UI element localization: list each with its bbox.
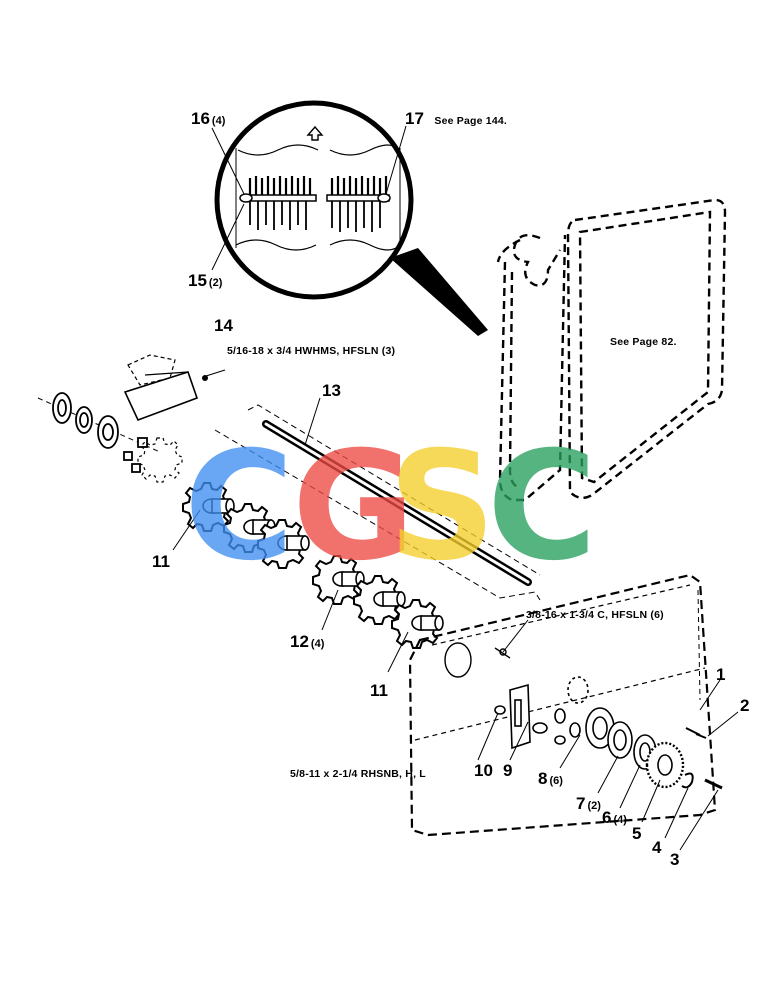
callout-11-upper: 11: [152, 552, 170, 571]
callout-8: 8(6): [538, 769, 563, 788]
watermark-letter-s-yellow: S: [388, 420, 497, 594]
callout-10: 10: [474, 761, 493, 780]
callout-7: 7(2): [576, 794, 601, 813]
drive-shaft: [214, 404, 541, 601]
watermark-letter-g-red: G: [292, 420, 416, 594]
belt-path-outline: [496, 198, 727, 502]
callout-4: 4: [652, 838, 662, 857]
callout-2: 2: [740, 696, 750, 715]
note-see-page-82: See Page 82.: [610, 336, 677, 348]
hardware-note-14: 5/16-18 x 3/4 HWHMS, HFSLN (3): [227, 345, 396, 357]
callout-15: 15(2): [188, 271, 223, 290]
callout-5: 5: [632, 824, 642, 843]
shield-plate: [123, 354, 208, 422]
direction-arrow-icon: [306, 125, 324, 141]
callout-3: 3: [670, 850, 680, 869]
left-bearing-assembly: [37, 392, 161, 473]
watermark-letter-c-green: C: [487, 420, 598, 594]
watermark-letter-c-blue: C: [184, 420, 295, 594]
hardware-note-rhs-bolt: 5/8-11 x 2-1/4 RHSNB, H, L: [290, 768, 426, 780]
leader-lines: [172, 369, 739, 851]
hardware-note-carriage-bolt: 3/8-16 x 1-3/4 C, HFSLN (6): [526, 609, 664, 621]
callout-17: 17 See Page 144.: [405, 109, 508, 128]
callout-12: 12(4): [290, 632, 325, 651]
right-hardware-stack: [494, 676, 723, 790]
sprocket-reference-outline: [137, 437, 183, 483]
callout-11-lower: 11: [370, 681, 388, 700]
side-panel: [408, 573, 717, 837]
callout-16: 16(4): [191, 109, 226, 128]
callout-9: 9: [503, 761, 513, 780]
detail-magnifier: [211, 100, 488, 336]
callout-14: 14: [214, 316, 233, 335]
callout-6: 6(4): [602, 808, 627, 827]
panel-bolts: [494, 647, 511, 659]
callout-13: 13: [322, 381, 341, 400]
callout-1: 1: [716, 665, 726, 684]
